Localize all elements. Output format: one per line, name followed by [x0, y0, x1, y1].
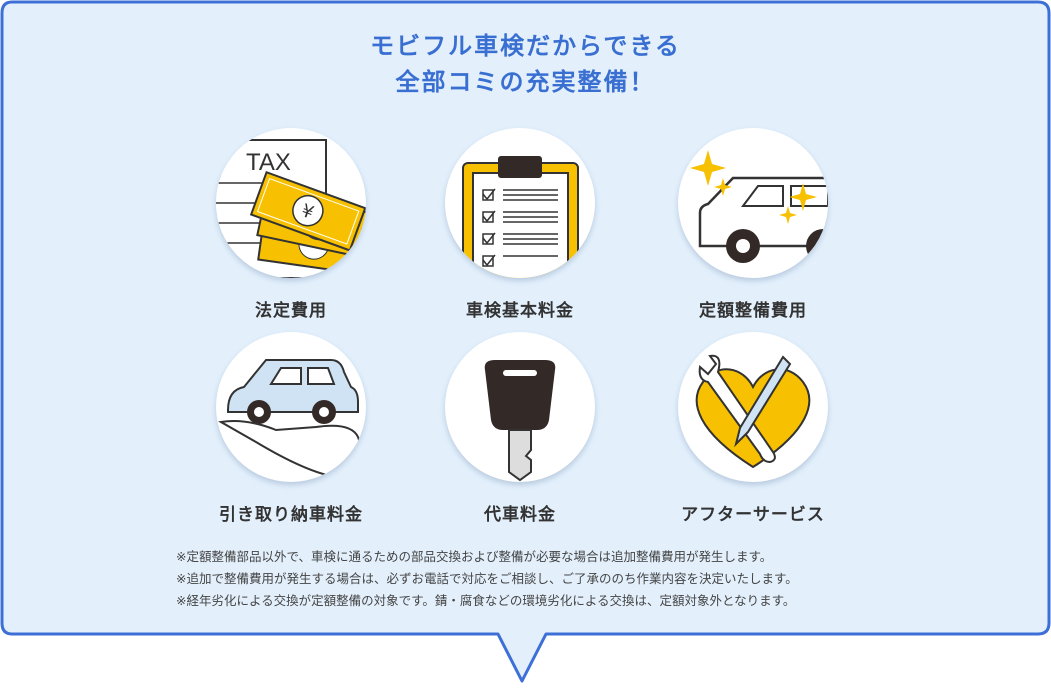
- headline-line-2: 全部コミの充実整備！: [395, 68, 656, 96]
- car-on-hand-icon: [218, 359, 366, 479]
- feature-pickup-delivery-fee: 引き取り納車料金: [176, 332, 406, 525]
- headline-line-1: モビフル車検だからできる: [370, 32, 681, 60]
- feature-label: 定額整備費用: [699, 301, 807, 321]
- feature-after-service: アフターサービス: [638, 332, 868, 525]
- tax-text: TAX: [246, 149, 291, 176]
- tax-money-icon: TAX ¥: [216, 139, 366, 278]
- clipboard-checklist-icon: [462, 156, 579, 278]
- note: ※経年劣化による交換が定額整備の対象です。錆・腐食などの環境劣化による交換は、定…: [176, 593, 796, 608]
- note: ※追加で整備費用が発生する場合は、必ずお電話で対応をご相談し、ご了承ののち作業内…: [176, 571, 798, 586]
- feature-label: 代車料金: [484, 505, 556, 525]
- feature-label: 引き取り納車料金: [219, 505, 363, 525]
- feature-substitute-car-fee: 代車料金: [405, 332, 635, 525]
- heart-tools-icon: [695, 354, 811, 469]
- notes: ※定額整備部品以外で、車検に通るための部品交換および整備が必要な場合は追加整備費…: [176, 546, 798, 612]
- feature-label: 法定費用: [255, 301, 327, 321]
- car-key-icon: [484, 360, 556, 482]
- sparkling-car-icon: [690, 150, 828, 263]
- feature-legal-fees: TAX ¥ 法定費用: [176, 128, 406, 321]
- note: ※定額整備部品以外で、車検に通るための部品交換および整備が必要な場合は追加整備費…: [176, 549, 773, 564]
- feature-label: アフターサービス: [681, 505, 825, 525]
- feature-fixed-maintenance-fee: 定額整備費用: [638, 128, 868, 321]
- feature-basic-inspection-fee: 車検基本料金: [405, 128, 635, 321]
- feature-label: 車検基本料金: [466, 301, 574, 321]
